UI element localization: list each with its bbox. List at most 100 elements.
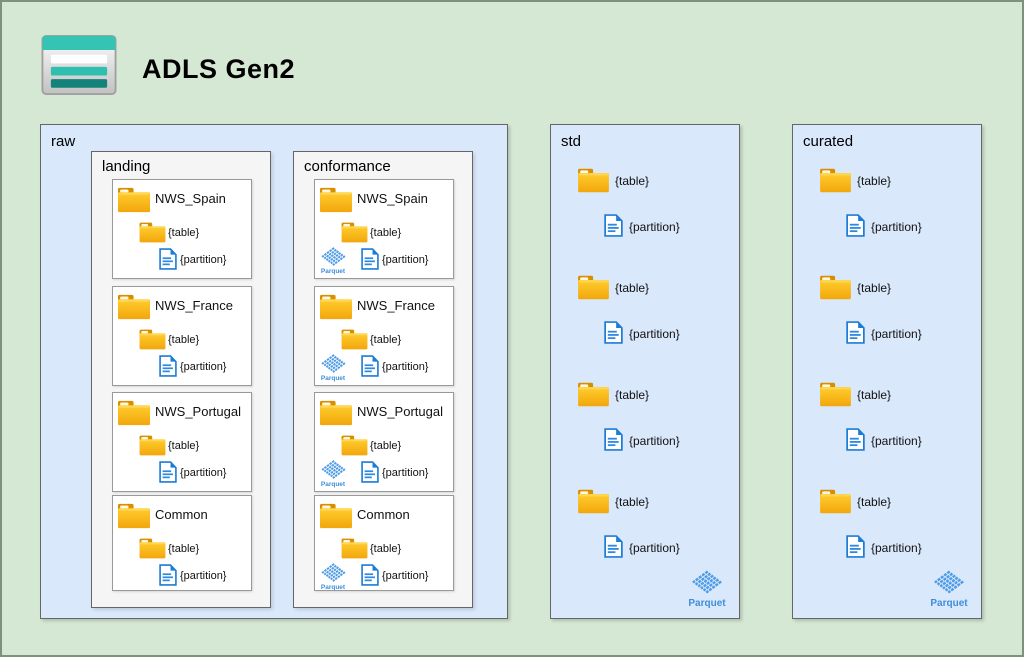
node-name: NWS_Spain	[155, 191, 226, 206]
container-std-label: std	[561, 133, 582, 150]
partition-label: {partition}	[382, 361, 429, 373]
node-conformance-nws-france: NWS_France {table} Parquet {partition}	[314, 286, 454, 386]
table-label: {table}	[168, 543, 200, 555]
folder-icon	[577, 168, 610, 193]
folder-icon	[577, 275, 610, 300]
table-label: {table}	[370, 543, 402, 555]
folder-icon	[341, 538, 368, 559]
group-conformance-label: conformance	[304, 158, 391, 175]
parquet-caption: Parquet	[320, 481, 346, 488]
parquet-icon: Parquet	[319, 353, 347, 382]
container-curated-label: curated	[803, 133, 854, 150]
partition-label: {partition}	[629, 434, 680, 448]
table-label: {table}	[857, 388, 892, 402]
parquet-icon: Parquet	[319, 562, 347, 591]
folder-icon	[819, 275, 852, 300]
partition-label: {partition}	[180, 254, 227, 266]
folder-icon	[117, 400, 151, 426]
folder-icon	[577, 382, 610, 407]
container-curated: curated {table} {partition} {table} {par…	[792, 124, 982, 619]
folder-icon	[117, 503, 151, 529]
partition-label: {partition}	[871, 434, 922, 448]
folder-icon	[341, 222, 368, 243]
node-name: NWS_France	[155, 298, 234, 313]
curated-pair-4: {table} {partition}	[793, 489, 981, 561]
node-name: Common	[357, 507, 410, 522]
partition-label: {partition}	[629, 220, 680, 234]
node-landing-nws-portugal: NWS_Portugal {table} {partition}	[112, 392, 252, 492]
document-icon	[159, 461, 177, 483]
parquet-caption: Parquet	[320, 375, 346, 382]
table-label: {table}	[370, 440, 402, 452]
document-icon	[159, 564, 177, 586]
folder-icon	[139, 538, 166, 559]
group-landing-label: landing	[102, 158, 151, 175]
node-name: NWS_Spain	[357, 191, 428, 206]
folder-icon	[117, 294, 151, 320]
curated-pair-3: {table} {partition}	[793, 382, 981, 454]
document-icon	[846, 428, 865, 451]
parquet-caption: Parquet	[320, 268, 346, 275]
node-name: NWS_Portugal	[155, 404, 241, 419]
node-conformance-nws-spain: NWS_Spain {table} Parquet {partition}	[314, 179, 454, 279]
document-icon	[159, 355, 177, 377]
table-label: {table}	[370, 334, 402, 346]
table-label: {table}	[370, 227, 402, 239]
partition-label: {partition}	[629, 327, 680, 341]
table-label: {table}	[857, 281, 892, 295]
table-label: {table}	[857, 495, 892, 509]
folder-icon	[819, 382, 852, 407]
folder-icon	[139, 435, 166, 456]
parquet-icon: Parquet	[685, 569, 729, 609]
partition-label: {partition}	[871, 541, 922, 555]
node-conformance-nws-portugal: NWS_Portugal {table} Parquet {partition}	[314, 392, 454, 492]
group-conformance: conformance NWS_Spain {table} Parquet {p…	[293, 151, 473, 608]
folder-icon	[819, 168, 852, 193]
folder-icon	[319, 400, 353, 426]
node-landing-nws-france: NWS_France {table} {partition}	[112, 286, 252, 386]
adls-gen2-icon	[40, 35, 118, 95]
partition-label: {partition}	[180, 361, 227, 373]
folder-icon	[139, 329, 166, 350]
std-pair-2: {table} {partition}	[551, 275, 739, 347]
table-label: {table}	[168, 334, 200, 346]
document-icon	[846, 214, 865, 237]
partition-label: {partition}	[180, 467, 227, 479]
node-landing-nws-spain: NWS_Spain {table} {partition}	[112, 179, 252, 279]
std-pair-1: {table} {partition}	[551, 168, 739, 240]
table-label: {table}	[857, 174, 892, 188]
document-icon	[159, 248, 177, 270]
folder-icon	[319, 294, 353, 320]
document-icon	[604, 428, 623, 451]
node-name: Common	[155, 507, 208, 522]
table-label: {table}	[168, 440, 200, 452]
document-icon	[846, 535, 865, 558]
folder-icon	[319, 503, 353, 529]
container-raw: raw landing NWS_Spain {table} {partition…	[40, 124, 508, 619]
node-name: NWS_Portugal	[357, 404, 443, 419]
table-label: {table}	[615, 495, 650, 509]
table-label: {table}	[615, 281, 650, 295]
container-raw-label: raw	[51, 133, 76, 150]
parquet-caption: Parquet	[320, 584, 346, 591]
node-conformance-common: Common {table} Parquet {partition}	[314, 495, 454, 591]
document-icon	[604, 535, 623, 558]
node-landing-common: Common {table} {partition}	[112, 495, 252, 591]
group-landing: landing NWS_Spain {table} {partition} NW…	[91, 151, 271, 608]
partition-label: {partition}	[382, 254, 429, 266]
document-icon	[361, 355, 379, 377]
parquet-icon: Parquet	[927, 569, 971, 609]
document-icon	[361, 461, 379, 483]
table-label: {table}	[615, 388, 650, 402]
parquet-icon: Parquet	[319, 459, 347, 488]
container-std: std {table} {partition} {table} {partiti…	[550, 124, 740, 619]
curated-pair-2: {table} {partition}	[793, 275, 981, 347]
curated-pair-1: {table} {partition}	[793, 168, 981, 240]
document-icon	[361, 248, 379, 270]
page-title: ADLS Gen2	[142, 54, 296, 84]
folder-icon	[577, 489, 610, 514]
node-name: NWS_France	[357, 298, 436, 313]
partition-label: {partition}	[382, 467, 429, 479]
folder-icon	[319, 187, 353, 213]
